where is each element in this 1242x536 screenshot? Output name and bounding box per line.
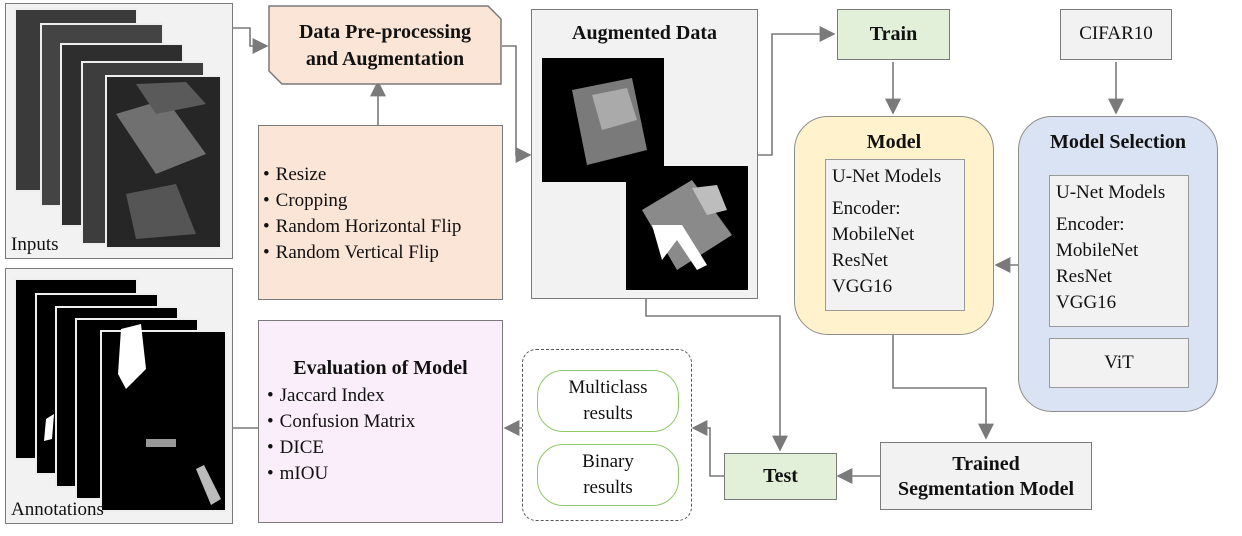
vit-label: ViT xyxy=(1104,352,1134,373)
augmentation-list-box: Resize Cropping Random Horizontal Flip R… xyxy=(258,125,503,300)
model-unet-label: U-Net Models xyxy=(832,166,942,187)
selection-vgg16: VGG16 xyxy=(1056,292,1117,313)
model-inner-panel: U-Net Models Encoder: MobileNet ResNet V… xyxy=(825,159,965,311)
binary-results: Binary results xyxy=(537,444,679,506)
preprocess-title-line2: and Augmentation xyxy=(305,48,465,70)
metric-item: mIOU xyxy=(267,461,415,487)
evaluation-title: Evaluation of Model xyxy=(293,357,468,379)
binary-results-line1: Binary xyxy=(582,451,634,472)
selection-resnet: ResNet xyxy=(1056,266,1112,287)
train-box: Train xyxy=(837,9,950,60)
cifar10-label: CIFAR10 xyxy=(1079,23,1153,44)
augmentation-list: Resize Cropping Random Horizontal Flip R… xyxy=(263,162,502,266)
model-vgg16: VGG16 xyxy=(832,276,893,297)
annotations-label: Annotations xyxy=(11,499,104,520)
results-group: Multiclass results Binary results xyxy=(522,349,692,521)
test-box: Test xyxy=(724,453,837,500)
evaluation-metrics-list: Jaccard Index Confusion Matrix DICE mIOU xyxy=(267,383,416,487)
preprocess-shape xyxy=(268,5,502,85)
model-box: Model U-Net Models Encoder: MobileNet Re… xyxy=(794,116,994,335)
trained-model-box: Trained Segmentation Model xyxy=(880,442,1092,510)
arrow-augmented-to-train xyxy=(758,26,836,156)
augmented-data-title: Augmented Data xyxy=(572,22,717,44)
augmented-images xyxy=(542,58,748,290)
arrow-augmented-to-test xyxy=(645,298,788,452)
arrow-preprocess-to-augmented xyxy=(502,45,532,163)
arrow-model-to-trained xyxy=(892,334,994,440)
augmentation-item: Resize xyxy=(263,162,502,188)
arrow-test-to-results xyxy=(691,420,724,477)
multiclass-results: Multiclass results xyxy=(537,370,679,432)
multiclass-results-line1: Multiclass xyxy=(568,377,648,398)
metric-item: Jaccard Index xyxy=(267,383,415,409)
trained-line2: Segmentation Model xyxy=(897,478,1075,500)
multiclass-results-line2: results xyxy=(583,403,633,424)
augmentation-item: Random Vertical Flip xyxy=(263,240,502,266)
model-resnet: ResNet xyxy=(832,250,888,271)
model-encoder-label: Encoder: xyxy=(832,198,901,219)
augmented-data-panel: Augmented Data xyxy=(531,9,758,299)
cifar10-box: CIFAR10 xyxy=(1060,9,1172,60)
augmentation-item: Random Horizontal Flip xyxy=(263,214,502,240)
binary-results-line2: results xyxy=(583,477,633,498)
metric-item: Confusion Matrix xyxy=(267,409,416,435)
selection-unet-label: U-Net Models xyxy=(1056,182,1166,203)
vit-box: ViT xyxy=(1049,338,1189,388)
test-label: Test xyxy=(763,465,798,487)
augmentation-item: Cropping xyxy=(263,188,502,214)
input-images-stack xyxy=(14,8,222,249)
train-label: Train xyxy=(869,23,918,45)
selection-mobilenet: MobileNet xyxy=(1056,240,1139,261)
inputs-panel: Inputs xyxy=(5,3,233,259)
annotations-panel: Annotations xyxy=(5,268,233,524)
selection-encoder-label: Encoder: xyxy=(1056,214,1125,235)
annotation-masks-stack xyxy=(14,278,227,512)
selection-inner-panel: U-Net Models Encoder: MobileNet ResNet V… xyxy=(1049,175,1189,327)
inputs-label: Inputs xyxy=(11,234,59,255)
model-selection-title: Model Selection xyxy=(1049,131,1187,153)
arrow-inputs-to-preprocess xyxy=(232,27,269,54)
preprocess-title-line1: Data Pre-processing xyxy=(298,21,471,43)
preprocess-box: Data Pre-processing and Augmentation xyxy=(268,5,502,85)
evaluation-box: Evaluation of Model Jaccard Index Confus… xyxy=(258,320,503,523)
model-selection-box: Model Selection U-Net Models Encoder: Mo… xyxy=(1018,116,1218,412)
metric-item: DICE xyxy=(267,435,415,461)
model-title: Model xyxy=(866,131,922,153)
model-mobilenet: MobileNet xyxy=(832,224,915,245)
trained-line1: Trained xyxy=(952,453,1020,475)
